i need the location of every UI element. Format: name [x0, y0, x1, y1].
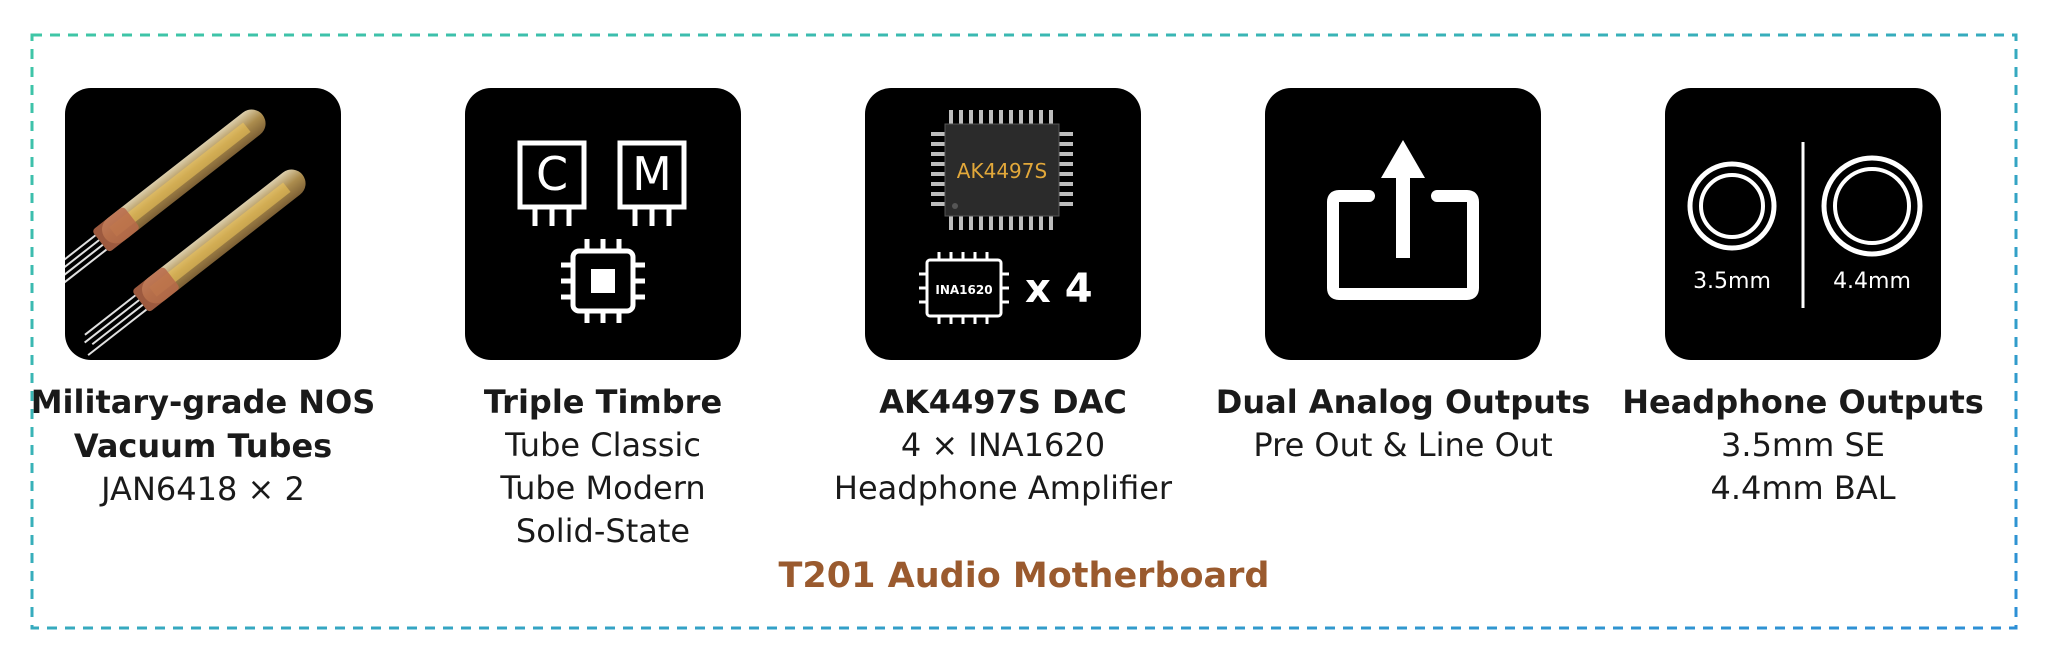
modern-mode-label: M	[632, 147, 672, 201]
amp-chip-count: x 4	[1025, 266, 1093, 312]
feature-title: Headphone Outputs	[1603, 380, 2003, 424]
feature-line: Solid-State	[515, 512, 691, 550]
jack-44-label: 4.4mm	[1833, 269, 1911, 294]
feature-vacuum-tubes: Military-grade NOS Vacuum Tubes JAN6418 …	[3, 88, 403, 511]
feature-analog-outputs: Dual Analog Outputs Pre Out & Line Out	[1203, 88, 1603, 467]
feature-title-line: AK4497S DAC	[879, 383, 1127, 421]
feature-title-line: Headphone Outputs	[1622, 383, 1984, 421]
jack-35-label: 3.5mm	[1693, 269, 1771, 294]
feature-title: Triple Timbre	[403, 380, 803, 424]
board-title: T201 Audio Motherboard	[778, 556, 1270, 596]
classic-mode-label: C	[536, 147, 568, 201]
dac-chip-icon: AK4497S INA1620 x 4	[865, 88, 1141, 360]
dac-chip-label: AK4497S	[957, 159, 1047, 183]
feature-line: Pre Out & Line Out	[1253, 426, 1553, 464]
feature-title: AK4497S DAC	[803, 380, 1203, 424]
timbre-modes-icon: C M	[465, 88, 741, 360]
feature-line: JAN6418 × 2	[101, 470, 305, 508]
feature-title-line: Vacuum Tubes	[73, 427, 333, 465]
feature-line: 3.5mm SE	[1721, 426, 1885, 464]
feature-title-line: Triple Timbre	[483, 383, 723, 421]
vacuum-tubes-image	[65, 88, 341, 360]
feature-title: Military-grade NOS Vacuum Tubes	[3, 380, 403, 468]
feature-line: Headphone Amplifier	[833, 469, 1173, 507]
output-export-icon	[1265, 88, 1541, 360]
feature-triple-timbre: C M Triple Timbre Tube Classic Tube Mode…	[403, 88, 803, 553]
feature-title: Dual Analog Outputs	[1203, 380, 1603, 424]
amp-chip-label: INA1620	[935, 283, 992, 297]
feature-line: 4.4mm BAL	[1710, 469, 1896, 507]
feature-line: 4 × INA1620	[900, 426, 1106, 464]
headphone-jacks-icon: 3.5mm 4.4mm	[1665, 88, 1941, 360]
feature-title-line: Dual Analog Outputs	[1215, 383, 1591, 421]
feature-dac: AK4497S INA1620 x 4 AK4497S DAC 4 × INA1…	[803, 88, 1203, 510]
dashed-frame	[30, 33, 2018, 630]
feature-line: Tube Classic	[505, 426, 701, 464]
feature-line: Tube Modern	[500, 469, 706, 507]
feature-title-line: Military-grade NOS	[30, 383, 376, 421]
feature-headphone-outputs: 3.5mm 4.4mm Headphone Outputs 3.5mm SE 4…	[1603, 88, 2003, 510]
